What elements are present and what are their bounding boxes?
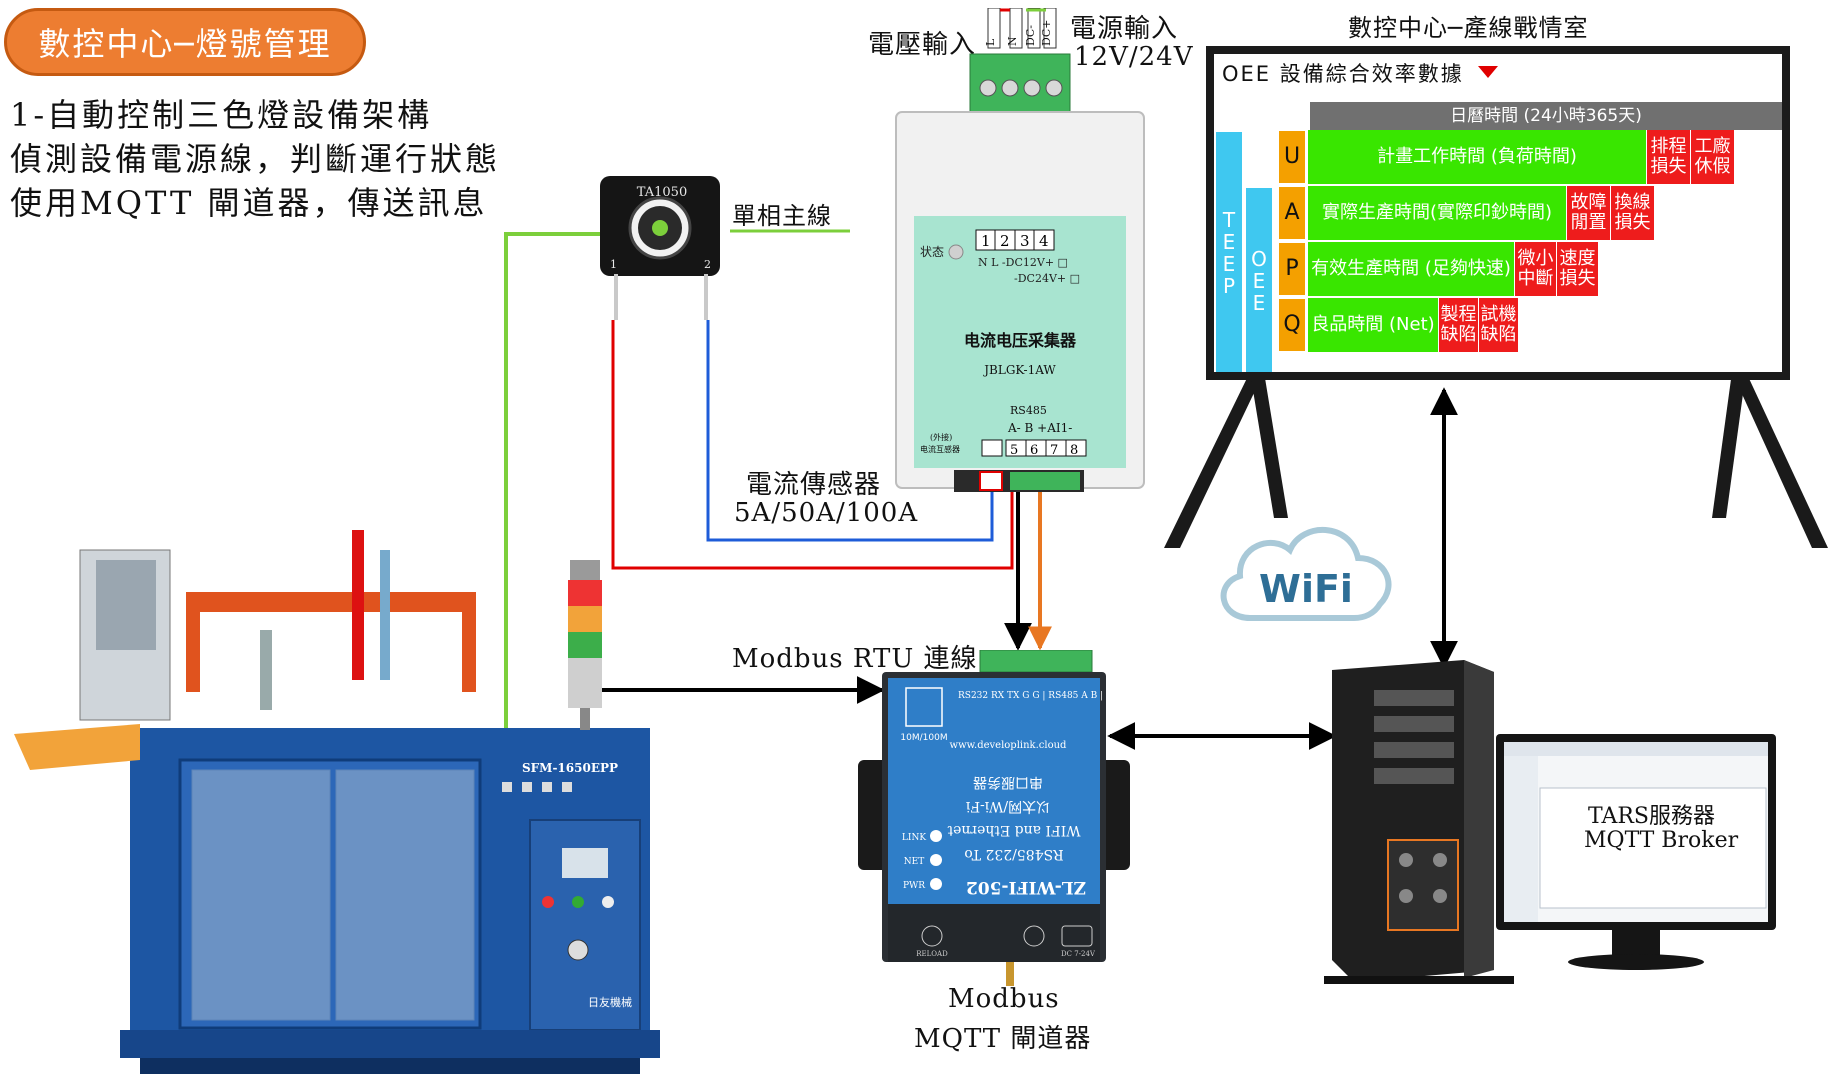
port-labels: RS232 RX TX G G | RS485 A B | DC7-24V + … [958,691,1130,701]
oee-screen: OEE 設備綜合效率數據 日曆時間 (24小時365天) TEEP OEE U … [1206,46,1790,380]
row-key-u: U [1278,130,1306,184]
tv-stand [1164,372,1828,548]
row-a-main: 實際生產時間(實際印鈔時間) [1308,186,1566,240]
intro-line-3: 使用MQTT 閘道器，傳送訊息 [10,184,488,222]
oee-column: OEE [1246,188,1272,372]
server-caption-2: MQTT Broker [1584,828,1739,853]
power-input-spec: 12V/24V [1074,42,1194,72]
row-p-main: 有效生產時間 (足夠快速) [1308,242,1514,296]
power-input-label: 電源輸入 [1070,14,1179,44]
pin-labels: N L -DC12V+ □ [978,256,1068,269]
led-link: LINK [902,833,926,843]
row-key-q: Q [1278,298,1306,352]
row-key-p: P [1278,242,1306,296]
calendar-time-bar: 日曆時間 (24小時365天) [1310,102,1782,130]
current-transformer: TA1050 1 2 [596,170,726,320]
monitor-drawing [1496,734,1776,970]
bot-num-8: 8 [1070,443,1078,458]
wifi-label: WiFi [1259,567,1353,611]
collector-device: L N DC- DC+ 1 2 3 4 状态 N L -DC12V+ □ -DC… [894,7,1146,492]
term-label-dc-minus: DC- [1024,25,1037,46]
modbus-rtu-label: Modbus RTU 連線 [732,644,978,674]
ct-blue-wire [706,320,994,542]
gateway-url: www.developlink.cloud [950,740,1068,751]
dropdown-triangle-icon[interactable] [1478,66,1498,78]
collector-model: JBLGK-1AW [982,363,1056,377]
gateway-caption-2: MQTT 閘道器 [914,1024,1092,1054]
top-num-2: 2 [1000,232,1010,250]
gateway-line-4: 串口服务器 [973,774,1043,790]
oee-screen-title: OEE 設備綜合效率數據 [1222,62,1464,86]
server-monitor [1496,734,1776,972]
ct-pin-2: 2 [704,258,711,271]
collector-name: 电流电压采集器 [964,331,1077,350]
ct-model-text: TA1050 [637,185,687,200]
gateway-line-3: 以太网/Wi-Fi [965,798,1050,814]
oee-heading: 數控中心─產線戰情室 [1348,14,1589,42]
ext-label-2: 电流互感器 [920,444,960,454]
row-q-main: 良品時間 (Net) [1308,298,1438,352]
intro-line-1: 1-自動控制三色燈設備架構 [10,96,433,134]
ab-label: A- B +AI1- [1007,421,1072,435]
ct-drawing: TA1050 1 2 [600,176,720,320]
row-q-loss-1: 製程缺陷 [1438,298,1478,352]
cloud-drawing: WiFi [1220,526,1392,621]
title-badge: 數控中心─燈號管理 [4,8,366,76]
row-p-loss-1: 微小中斷 [1514,242,1556,296]
row-key-a: A [1278,186,1306,240]
server-tower [1314,660,1526,986]
term-label-n: N [1006,36,1019,46]
ct-sensor-label: 電流傳感器 [746,470,882,500]
led-net: NET [904,857,924,867]
row-u-loss-2: 工廠休假 [1690,130,1734,184]
status-label: 状态 [920,245,944,259]
ext-label: (外接) [930,432,952,442]
server-caption-1: TARS服務器 [1588,804,1715,829]
teep-column: TEEP [1216,132,1242,372]
row-u-loss-1: 排程損失 [1646,130,1690,184]
machine-brand: 日友機械 [588,995,632,1009]
top-num-4: 4 [1039,232,1049,250]
ct-sensor-spec: 5A/50A/100A [734,498,919,528]
ct-pin-1: 1 [610,258,617,271]
row-p-loss-2: 速度損失 [1556,242,1598,296]
server-drawing [1324,660,1514,984]
teep-label: TEEP [1217,208,1241,296]
bot-num-6: 6 [1030,443,1038,458]
gateway-caption-1: Modbus [948,984,1060,1014]
gateway-drawing: 10M/100M RS232 RX TX G G | RS485 A B | D… [858,649,1163,986]
gateway-line-1: RS485/232 To [964,846,1063,862]
gateway-line-2: WIFI and Ethernet [947,822,1081,838]
power-port-label: DC 7-24V [1061,950,1096,958]
top-num-3: 3 [1020,232,1030,250]
top-num-1: 1 [981,232,991,250]
machine-drawing: SFM-1650EPP 日友機械 [14,530,660,1074]
eth-label: 10M/100M [900,733,947,743]
term-label-dc-plus: DC+ [1040,20,1053,46]
collector-drawing: L N DC- DC+ 1 2 3 4 状态 N L -DC12V+ □ -DC… [895,7,1145,492]
mqtt-gateway-device: 10M/100M RS232 RX TX G G | RS485 A B | D… [858,649,1163,986]
rs485-label: RS485 [1010,404,1047,417]
row-a-loss-2: 換線損失 [1610,186,1654,240]
voltage-input-label: 電壓輸入 [868,30,977,60]
gateway-model: ZL-WIFI-502 [966,877,1086,897]
main-line-label: 單相主線 [732,202,832,230]
row-q-loss-2: 試機缺陷 [1478,298,1518,352]
reload-label: RELOAD [916,950,948,958]
wifi-cloud-icon: WiFi [1210,506,1402,636]
row-a-loss-1: 故障閒置 [1566,186,1610,240]
bot-num-5: 5 [1010,443,1018,458]
intro-line-2: 偵測設備電源線，判斷運行狀態 [10,140,501,178]
term-label-l: L [984,38,997,46]
machine-model-plate: SFM-1650EPP [522,761,618,775]
epp-molding-machine: SFM-1650EPP 日友機械 [0,520,680,1076]
led-pwr: PWR [903,881,925,891]
bot-num-7: 7 [1050,443,1058,458]
row-u-main: 計畫工作時間 (負荷時間) [1308,130,1646,184]
pin-labels-2: -DC24V+ □ [1014,272,1080,285]
oee-label: OEE [1247,247,1271,313]
